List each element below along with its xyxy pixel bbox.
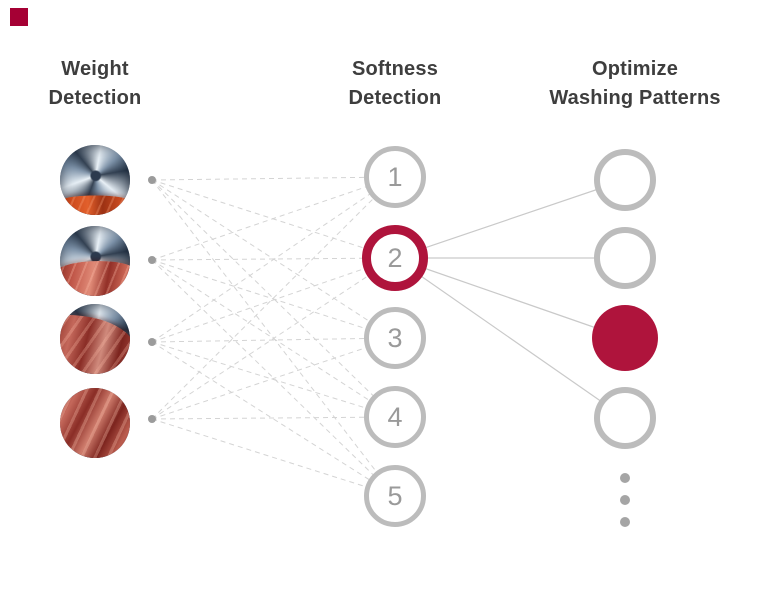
red-laundry-image (60, 388, 130, 458)
column-title-softness-detection: Softness Detection (348, 58, 442, 109)
drum-load-photo-3 (60, 304, 130, 374)
softness-node-3: 3 (364, 307, 426, 369)
more-patterns-dot-3 (620, 517, 630, 527)
input-node-dot-2 (148, 256, 156, 264)
softness-node-2-selected: 2 (362, 225, 428, 291)
pattern-node-2 (594, 227, 656, 289)
drum-load-photo-2 (60, 226, 130, 296)
column-title-weight-detection: Weight Detection (48, 58, 142, 109)
brand-red-square (10, 8, 28, 26)
more-patterns-dot-2 (620, 495, 630, 505)
pattern-node-1 (594, 149, 656, 211)
softness-node-1: 1 (364, 146, 426, 208)
input-node-dot-4 (148, 415, 156, 423)
softness-node-4: 4 (364, 386, 426, 448)
drum-load-photo-4 (60, 388, 130, 458)
input-node-dot-1 (148, 176, 156, 184)
drum-load-photo-1 (60, 145, 130, 215)
column-title-optimize-washing-patterns: Optimize Washing Patterns (549, 58, 721, 109)
pattern-node-4 (594, 387, 656, 449)
softness-node-5: 5 (364, 465, 426, 527)
red-laundry-image (60, 261, 130, 296)
input-node-dot-3 (148, 338, 156, 346)
pattern-node-3-selected (592, 305, 658, 371)
more-patterns-dot-1 (620, 473, 630, 483)
